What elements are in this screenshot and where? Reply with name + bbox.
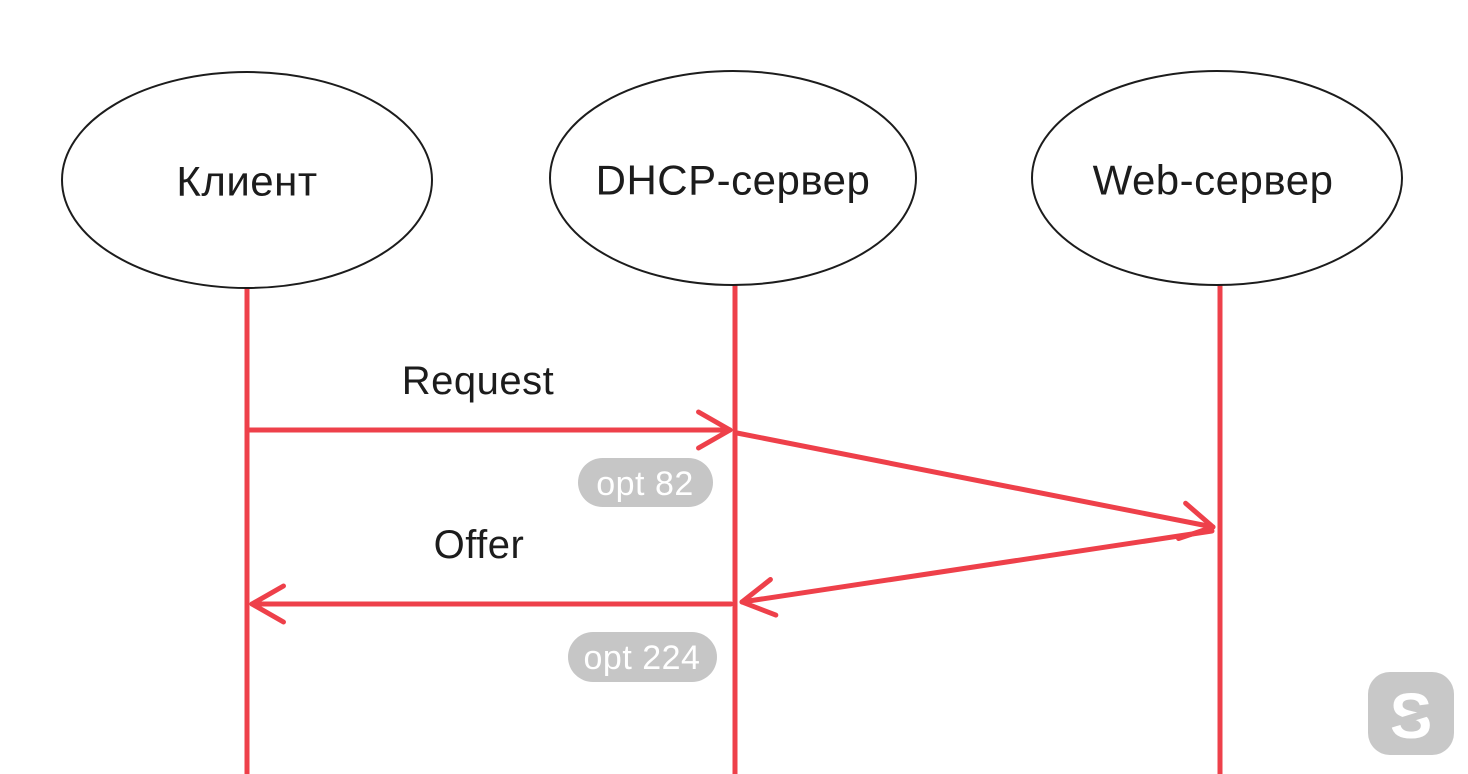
reply-arrow-web-to-dhcp [739, 528, 1215, 618]
actor-web-server: Web-сервер [1031, 70, 1403, 286]
watermark-s-cut [1383, 705, 1442, 730]
badge-opt-82: opt 82 [578, 458, 713, 507]
badge-opt-82-label: opt 82 [596, 465, 694, 503]
message-offer-label: Offer [434, 523, 525, 567]
actor-dhcp-server-label: DHCP-сервер [596, 157, 871, 204]
message-request: Request [246, 359, 733, 451]
badge-opt-82-pill [578, 458, 713, 507]
actor-web-server-label: Web-сервер [1093, 157, 1334, 204]
actor-client-ellipse [61, 71, 433, 289]
actor-web-server-ellipse [1031, 70, 1403, 286]
badge-opt-224-pill [568, 632, 717, 682]
message-request-label: Request [402, 359, 554, 403]
relay-arrow-dhcp-to-web [734, 430, 1216, 542]
badge-opt-224-label: opt 224 [584, 639, 701, 677]
actor-client: Клиент [61, 71, 433, 289]
watermark-logo-square [1368, 672, 1454, 755]
watermark-logo: S [1368, 672, 1454, 755]
badge-opt-224: opt 224 [568, 632, 717, 682]
message-offer: Offer [249, 523, 734, 625]
actor-client-label: Клиент [176, 158, 317, 205]
actor-dhcp-server-ellipse [549, 70, 917, 286]
actor-dhcp-server: DHCP-сервер [549, 70, 917, 286]
